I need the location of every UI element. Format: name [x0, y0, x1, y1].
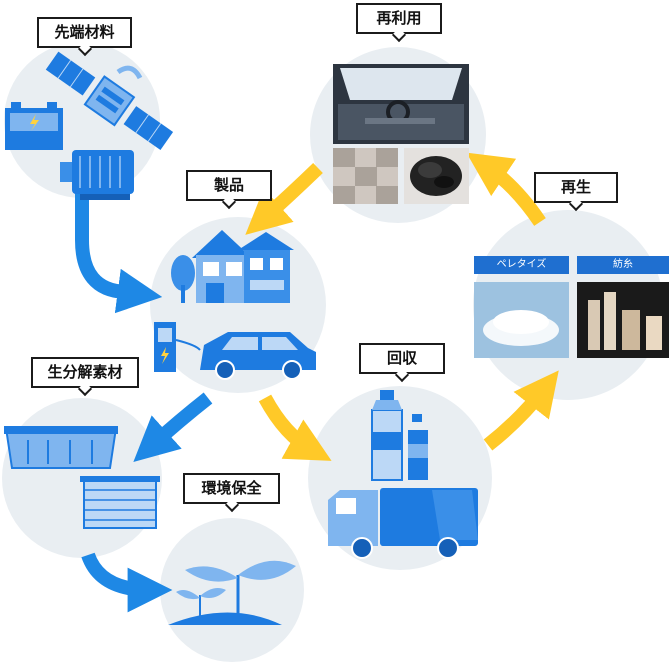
arrow-saisei-to-sairiyou	[466, 152, 546, 226]
container-icon	[80, 476, 160, 529]
motor-icon	[60, 150, 134, 200]
garbage-truck-icon	[328, 488, 478, 559]
label-sairiyou: 再利用	[356, 3, 442, 34]
label-seihin: 製品	[186, 170, 272, 201]
sublabel-bouseki: 紡糸	[577, 256, 669, 274]
arrow-seihin-to-kaishuu	[258, 394, 332, 461]
house-icon	[192, 230, 294, 303]
pet-bottle-large-icon	[371, 390, 403, 481]
arrow-seibunkai-to-kankyou	[81, 552, 173, 613]
label-sentan: 先端材料	[37, 17, 132, 48]
spun-yarn-image	[577, 282, 669, 358]
sprout-icon	[168, 560, 296, 625]
arrow-seihin-to-seibunkai	[133, 392, 213, 462]
carpet-tile-image	[333, 148, 398, 204]
circle-kankyou	[160, 518, 304, 662]
pellets-image	[474, 282, 569, 358]
tray-icon	[4, 426, 118, 469]
carbon-fiber-image	[404, 148, 469, 204]
label-kaishuu: 回収	[359, 343, 445, 374]
arrow-kaishuu-to-saisei	[483, 370, 559, 451]
car-icon	[200, 332, 316, 380]
ev-charger-icon	[154, 322, 201, 372]
pet-bottle-small-icon	[408, 414, 428, 480]
label-seibunkai: 生分解素材	[31, 357, 139, 388]
battery-icon	[5, 102, 63, 150]
arrow-sentan-to-seihin	[75, 190, 163, 314]
arrow-sairiyou-to-seihin	[245, 162, 323, 235]
label-saisei: 再生	[534, 172, 618, 203]
car-interior-image	[333, 64, 469, 144]
satellite-icon	[45, 51, 174, 150]
label-kankyou: 環境保全	[183, 473, 280, 504]
tree-icon	[171, 255, 195, 303]
sublabel-pelletize: ペレタイズ	[474, 256, 569, 274]
